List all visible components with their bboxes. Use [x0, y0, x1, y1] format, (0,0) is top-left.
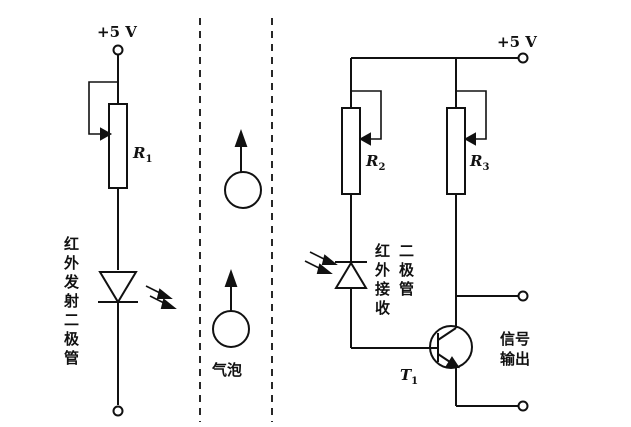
r2-wiper-arrow: [358, 132, 371, 146]
resistor-r1: [108, 103, 128, 189]
r1-wiper-arrow: [100, 127, 113, 141]
gnd-left-terminal: [112, 405, 124, 417]
r2-wiper-wire: [351, 90, 382, 140]
ir-receiver-label-1: 红: [375, 242, 390, 260]
ir-receiver-label-3: 接: [375, 280, 390, 298]
bubble-lower-arrow: [224, 269, 238, 287]
r1-wiper-wire: [88, 81, 118, 135]
ir-receiver-label-2: 外: [374, 261, 390, 279]
vcc-right-terminal: [517, 52, 529, 64]
ir-receiver-label-7: 管: [399, 280, 414, 298]
signal-out-terminal-top: [517, 290, 529, 302]
vcc-left-label: +5 V: [97, 23, 137, 41]
emit-arrow-1: [156, 288, 173, 299]
r3-wiper-wire: [456, 90, 487, 140]
signal-out-terminal-bottom: [517, 400, 529, 412]
r2-label: R2: [365, 152, 385, 173]
bubble-lower: [212, 310, 250, 348]
ir-emitter-label-1: 红: [64, 235, 79, 253]
transistor-t1: [429, 325, 473, 369]
bubble-upper-arrow: [234, 129, 248, 147]
signal-out-label-line2: 输出: [500, 350, 530, 368]
r1-label: R1: [132, 144, 152, 165]
t1-label: T1: [400, 366, 418, 387]
ir-receiver-label-6: 极: [399, 261, 415, 279]
resistor-r3: [446, 107, 466, 195]
ir-emitter-label-7: 管: [64, 349, 79, 367]
ir-emitter-diode: [98, 271, 138, 304]
ir-receiver-label-5: 二: [399, 242, 414, 260]
vcc-left-terminal: [112, 44, 124, 56]
ir-receiver-diode: [334, 261, 368, 289]
bubble-label: 气泡: [211, 361, 242, 379]
emitter-circuit: +5 V R1 红 外 发 射 二 极 管: [63, 23, 177, 417]
receive-arrow-2: [321, 254, 338, 265]
r3-wiper-arrow: [463, 132, 476, 146]
resistor-r2: [341, 107, 361, 195]
ir-emitter-label-4: 射: [63, 292, 79, 310]
t1-emitter-arrow: [445, 356, 460, 369]
bubble-upper: [224, 171, 262, 209]
t1-collector: [437, 327, 457, 341]
emit-arrow-2: [160, 298, 177, 309]
receiver-circuit: +5 V R2 红 外 接 收 二 极 管 R3: [304, 33, 537, 412]
ir-emitter-label-2: 外: [63, 254, 79, 272]
signal-out-label-line1: 信号: [500, 330, 530, 348]
receive-arrow-1: [316, 263, 333, 274]
ir-emitter-label-3: 发: [63, 273, 80, 291]
ir-receiver-label-4: 收: [375, 299, 390, 317]
vcc-right-label: +5 V: [497, 33, 537, 51]
ir-emitter-label-6: 极: [64, 330, 80, 348]
bubble-tube: 气泡: [199, 18, 273, 422]
ir-emitter-label-5: 二: [64, 311, 79, 329]
r3-label: R3: [469, 152, 489, 173]
